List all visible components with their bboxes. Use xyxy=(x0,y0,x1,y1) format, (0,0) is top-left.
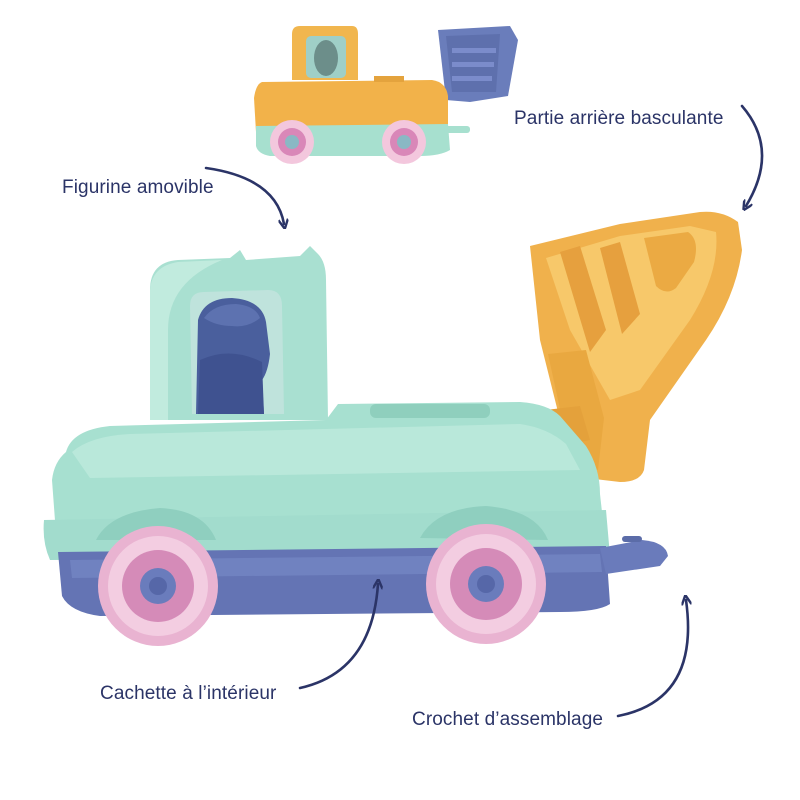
curved-arrow-icon xyxy=(298,584,378,690)
label-partie-arriere: Partie arrière basculante xyxy=(514,108,724,129)
curved-arrow-icon xyxy=(740,104,764,206)
curved-arrow-icon xyxy=(616,600,688,718)
curved-arrow-icon xyxy=(204,166,284,224)
label-cachette-interieur: Cachette à l’intérieur xyxy=(100,683,277,704)
label-crochet-assemblage: Crochet d’assemblage xyxy=(412,709,604,730)
label-figurine-amovible: Figurine amovible xyxy=(62,177,214,198)
